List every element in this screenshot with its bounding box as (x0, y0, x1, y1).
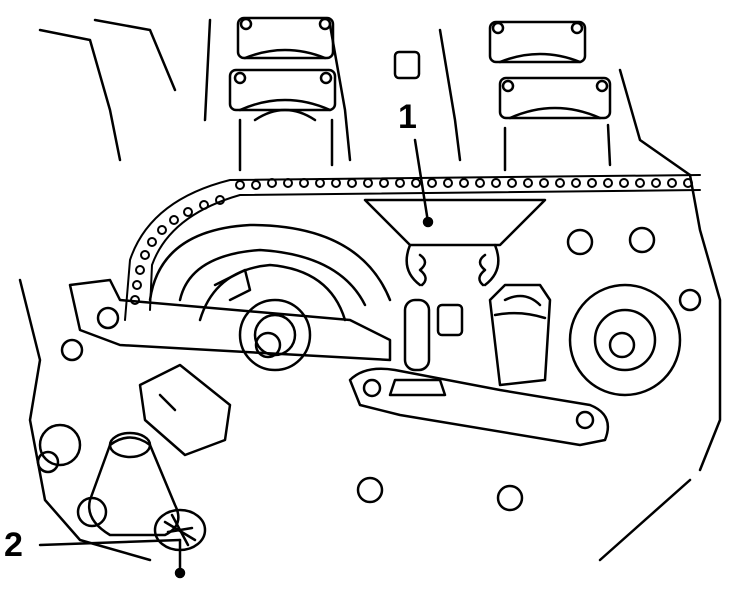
chain-link (619, 178, 629, 188)
chain-link (651, 178, 661, 188)
chain-link (283, 178, 293, 188)
exhaust-sprocket (566, 226, 702, 397)
chain-link (157, 225, 167, 235)
chain-link (315, 178, 325, 188)
chain-link (251, 180, 261, 190)
chain-link (475, 178, 485, 188)
chain-link (507, 178, 517, 188)
chain-link (491, 178, 501, 188)
chain-link (169, 215, 179, 225)
chain-link (459, 178, 469, 188)
chain-link (443, 178, 453, 188)
chain-link (587, 178, 597, 188)
chain-link (147, 237, 157, 247)
chain-link (555, 178, 565, 188)
chain-link (267, 178, 277, 188)
chain-link (135, 265, 145, 275)
chain-link (363, 178, 373, 188)
chain-link (411, 178, 421, 188)
chain-link (395, 178, 405, 188)
chain-link (667, 178, 677, 188)
camshaft-bearing-caps-right (488, 20, 612, 172)
chain-link (331, 178, 341, 188)
chain-link (140, 250, 150, 260)
chain-guide-rail (363, 198, 547, 287)
plug-top (393, 50, 421, 80)
bracket-arm (348, 367, 610, 447)
chain-link (183, 207, 193, 217)
chain-link (523, 178, 533, 188)
chain-link (603, 178, 613, 188)
callout-label-2: 2 (4, 526, 23, 564)
chain-link (299, 178, 309, 188)
chain-link (199, 200, 209, 210)
chain-link (235, 180, 245, 190)
chain-link (571, 178, 581, 188)
chain-link (635, 178, 645, 188)
chain-link (132, 280, 142, 290)
leader-lines (38, 138, 434, 579)
sensor-housing (488, 283, 552, 387)
chain-link (347, 178, 357, 188)
camshaft-bearing-caps-left (228, 16, 337, 172)
tensioner-pin (388, 298, 464, 397)
chain-link (427, 178, 437, 188)
lower-bolts (36, 450, 524, 512)
timing-chain (124, 174, 701, 321)
chain-link (683, 178, 693, 188)
intake-sprocket-housing (148, 223, 392, 372)
left-cover-strap (60, 278, 392, 362)
callout-label-1: 1 (398, 98, 417, 136)
chain-link (215, 195, 225, 205)
sensor-connector (138, 363, 232, 457)
chain-link (379, 178, 389, 188)
chain-link (539, 178, 549, 188)
